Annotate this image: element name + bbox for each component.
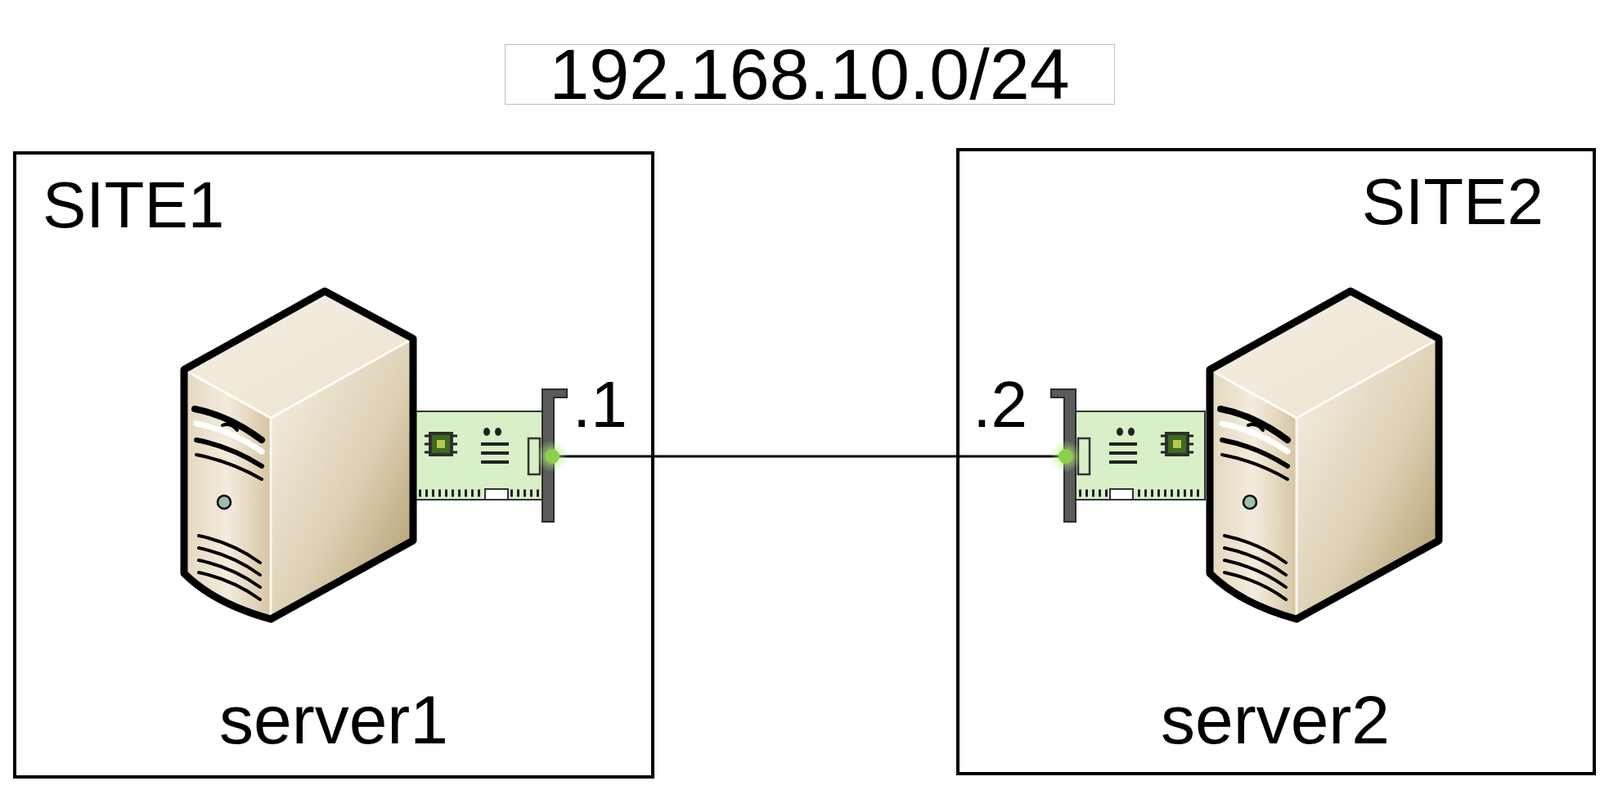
server-node: server2 xyxy=(1065,286,1444,760)
site-box: SITE2 server2 xyxy=(956,148,1596,776)
server-label: server1 xyxy=(219,680,449,760)
port-glow xyxy=(535,440,569,473)
port-dot xyxy=(544,449,560,464)
server-label: server2 xyxy=(1160,680,1390,760)
server-tower xyxy=(184,291,414,620)
subnet-title: 192.168.10.0/24 xyxy=(548,44,1070,105)
network-link xyxy=(552,455,1066,459)
server-tower xyxy=(1209,291,1439,620)
host-address: .1 xyxy=(572,372,628,438)
port-glow xyxy=(1049,440,1083,473)
site-label: SITE2 xyxy=(1361,164,1544,240)
site-box: SITE1 server1 xyxy=(13,151,655,779)
server-node: server1 xyxy=(179,286,553,760)
site-label: SITE1 xyxy=(42,167,225,243)
host-address: .2 xyxy=(972,372,1028,438)
subnet-box: 192.168.10.0/24 xyxy=(504,44,1115,105)
port-dot xyxy=(1058,449,1074,464)
